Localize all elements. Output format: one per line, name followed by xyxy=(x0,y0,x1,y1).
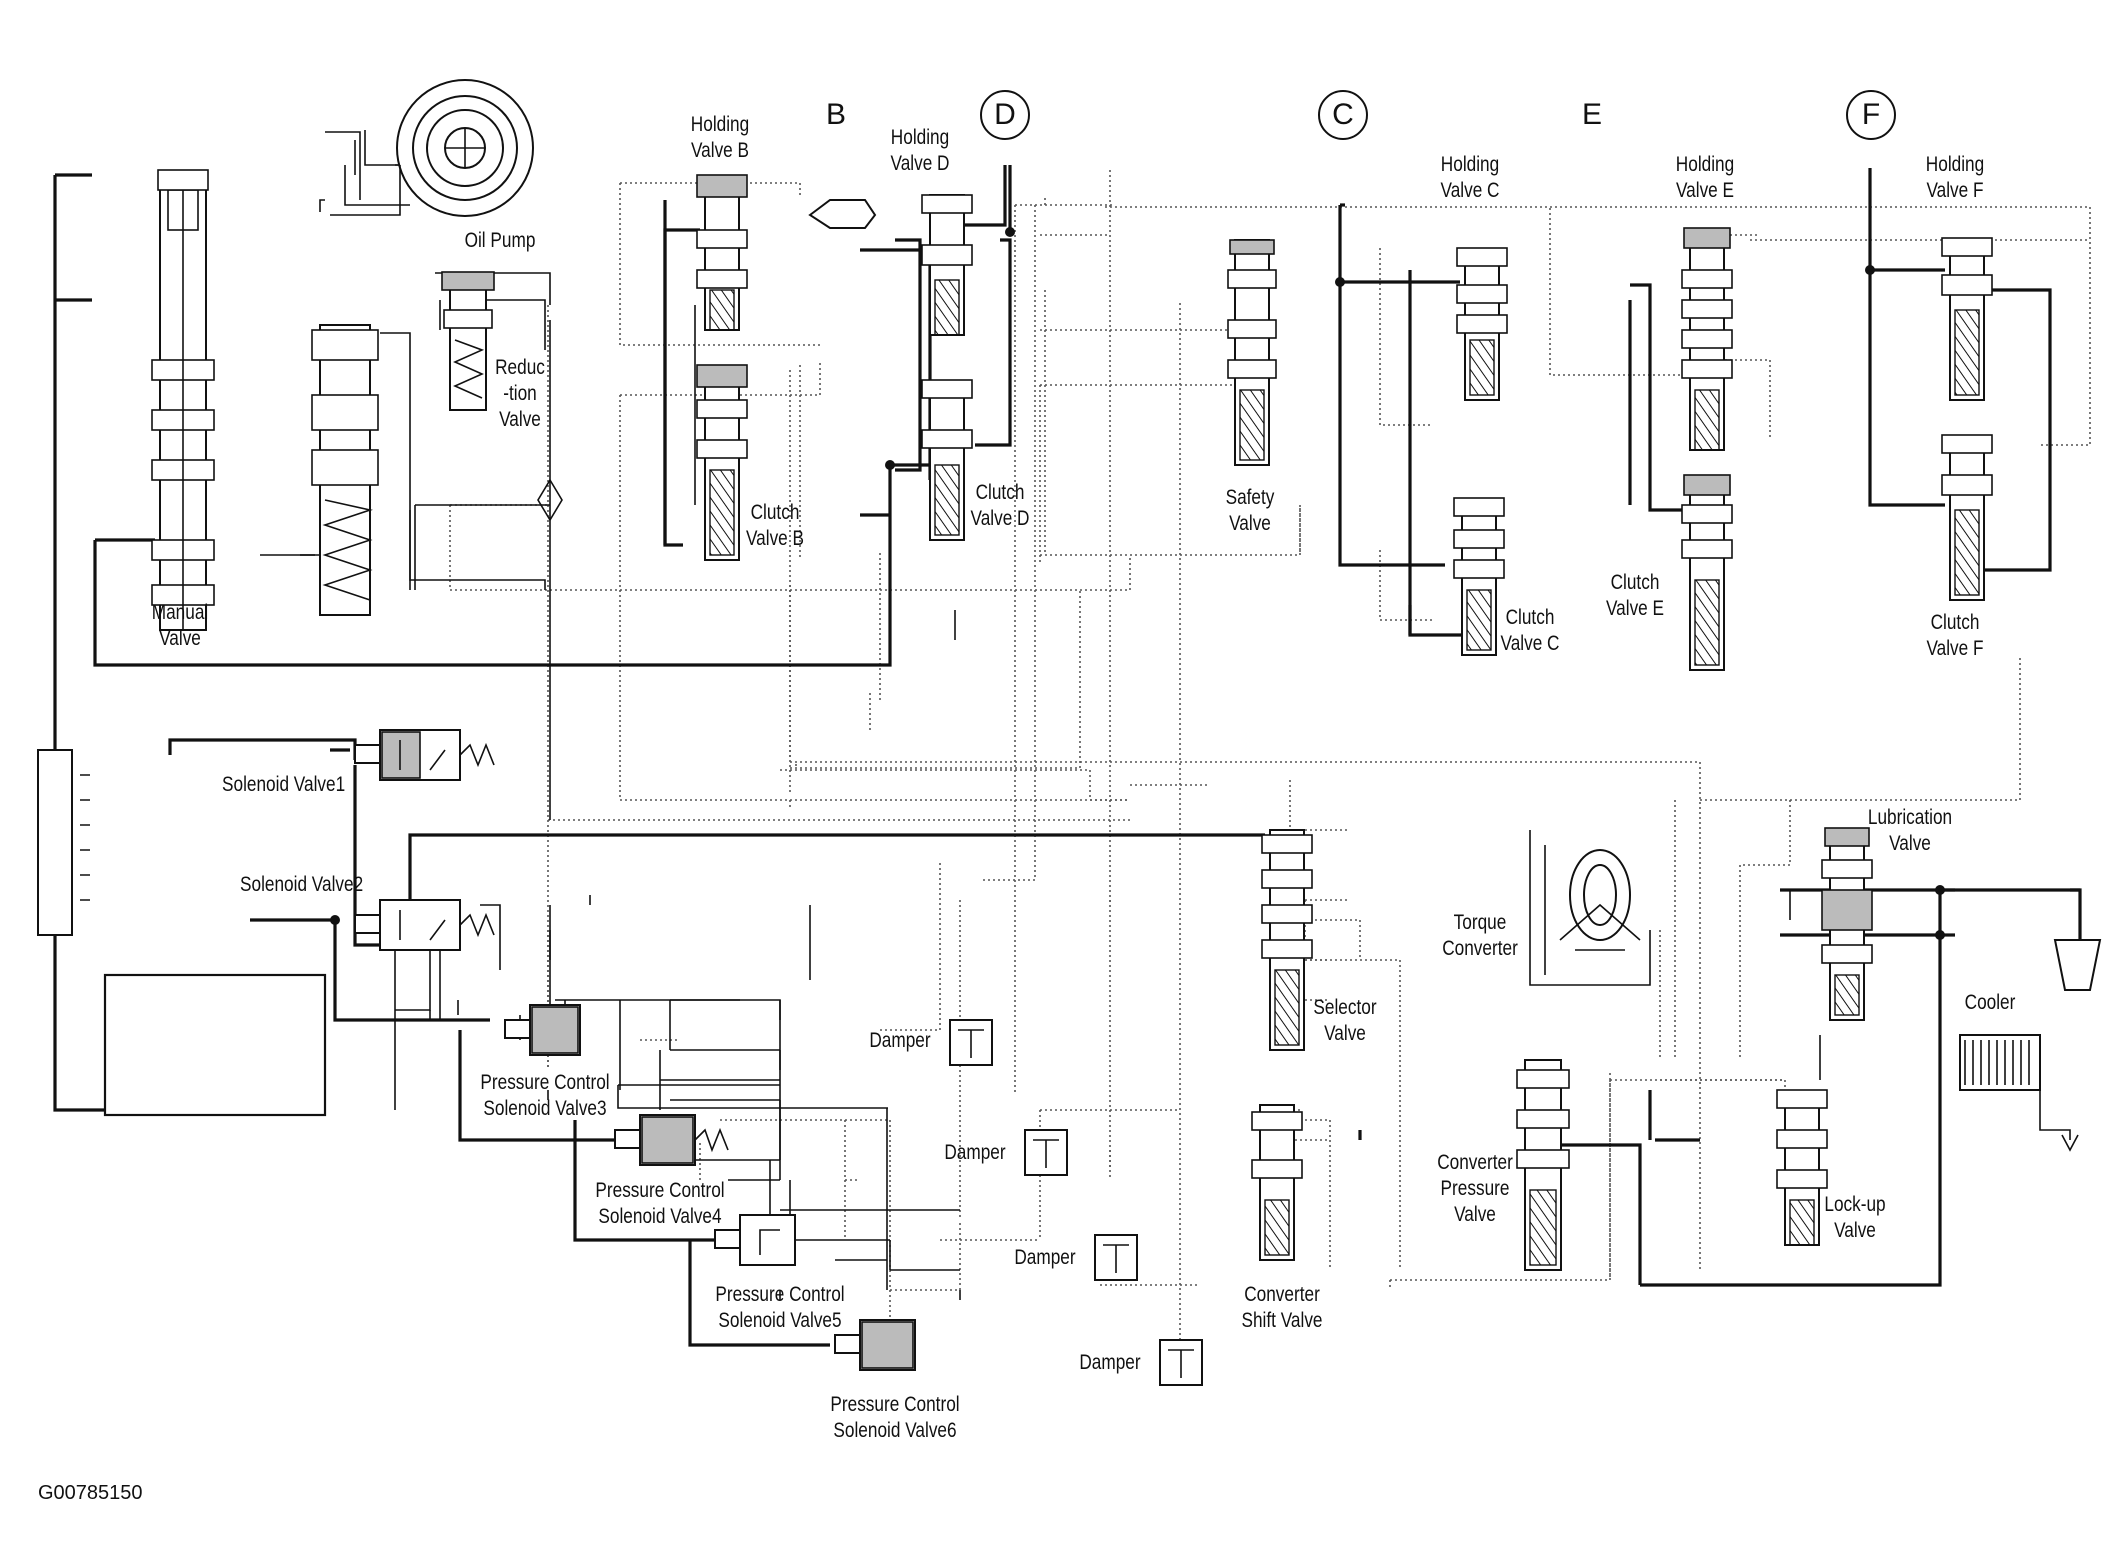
pcsv5-label: Pressure Control Solenoid Valve5 xyxy=(715,1283,845,1332)
clutch-valve-e-body xyxy=(1681,474,1733,671)
holding-valve-b-label: Holding Valve B xyxy=(690,113,750,162)
reduction-valve xyxy=(441,271,563,522)
oil-pump-label: Oil Pump xyxy=(464,229,536,252)
selector-valve-body xyxy=(1261,829,1313,1051)
damper4-label: Damper xyxy=(1079,1351,1141,1374)
control-unit-box xyxy=(103,973,327,1117)
holding-valve-f-label: Holding Valve F xyxy=(1925,153,1985,202)
clutch-letter-c: C xyxy=(1318,90,1368,140)
pcsv3-label: Pressure Control Solenoid Valve3 xyxy=(480,1071,610,1120)
converter-shift-valve-body xyxy=(1251,1104,1303,1261)
damper-1-body xyxy=(949,1019,993,1066)
pcsv4-label: Pressure Control Solenoid Valve4 xyxy=(595,1179,725,1228)
clutch-letter-d: D xyxy=(980,90,1030,140)
clutch-letter-b: B xyxy=(826,98,847,131)
torque-converter-body xyxy=(1529,830,1651,986)
lubrication-valve-body xyxy=(1821,827,1873,1021)
pcsv5-body xyxy=(714,1214,796,1266)
spring-valve xyxy=(260,324,379,616)
manual-valve-label: Manual Valve xyxy=(151,601,209,650)
holding-valve-d-label: Holding Valve D xyxy=(890,126,950,175)
cooler-label: Cooler xyxy=(1964,991,2016,1014)
holding-valve-b-body xyxy=(696,174,748,331)
converter-pressure-valve-label: Converter Pressure Valve xyxy=(1437,1151,1513,1226)
safety-valve-body xyxy=(1227,239,1277,466)
thin-lines xyxy=(300,131,1821,1300)
accumulator xyxy=(37,749,90,936)
lockup-valve-label: Lock-up Valve xyxy=(1824,1193,1886,1242)
figure-id: G00785150 xyxy=(38,1482,143,1504)
pcsv4-body xyxy=(614,1114,729,1166)
torque-converter-label: Torque Converter xyxy=(1442,911,1518,960)
damper2-label: Damper xyxy=(944,1141,1006,1164)
holding-valve-e-body xyxy=(1681,227,1733,451)
holding-valve-d-body xyxy=(808,194,973,336)
damper3-label: Damper xyxy=(1014,1246,1076,1269)
safety-valve-label: Safety Valve xyxy=(1225,486,1275,535)
clutch-valve-b-label: Clutch Valve B xyxy=(745,501,805,550)
clutch-valve-e-label: Clutch Valve E xyxy=(1605,571,1665,620)
clutch-valve-c-label: Clutch Valve C xyxy=(1500,606,1560,655)
manual-valve xyxy=(151,169,215,631)
pcsv6-body xyxy=(834,1319,916,1371)
solenoid-valve-1-body xyxy=(354,729,495,781)
cooler-body xyxy=(1959,939,2102,1152)
dotted-lines xyxy=(449,170,2091,1350)
reduction-valve-label: Reduc -tion Valve xyxy=(495,356,545,431)
selector-valve-label: Selector Valve xyxy=(1313,996,1377,1045)
converter-pressure-valve-body xyxy=(1516,1059,1570,1271)
pcsv3-body xyxy=(504,1004,581,1056)
clutch-valve-d-label: Clutch Valve D xyxy=(970,481,1030,530)
lubrication-valve-label: Lubrication Valve xyxy=(1867,806,1953,855)
holding-valve-c-label: Holding Valve C xyxy=(1440,153,1500,202)
damper-3-body xyxy=(1094,1234,1138,1281)
lockup-valve-body xyxy=(1776,1089,1828,1246)
holding-valve-e-label: Holding Valve E xyxy=(1675,153,1735,202)
holding-valve-c-body xyxy=(1456,247,1508,401)
junction-dots xyxy=(330,227,1945,940)
converter-shift-valve-label: Converter Shift Valve xyxy=(1241,1283,1323,1332)
oil-pump xyxy=(330,79,534,217)
clutch-letter-e: E xyxy=(1582,98,1603,131)
clutch-valve-d-body xyxy=(921,379,973,541)
clutch-valve-b-body xyxy=(696,364,748,561)
damper1-label: Damper xyxy=(869,1029,931,1052)
solenoid-valve2-label: Solenoid Valve2 xyxy=(240,873,364,896)
holding-valve-f-body xyxy=(1941,237,1993,401)
damper-4-body xyxy=(1159,1339,1203,1386)
clutch-valve-f-body xyxy=(1941,434,1993,601)
damper-2-body xyxy=(1024,1129,1068,1176)
clutch-valve-f-label: Clutch Valve F xyxy=(1926,611,1984,660)
clutch-valve-c-body xyxy=(1453,497,1505,656)
solenoid-valve-2-body xyxy=(354,899,495,951)
pcsv6-label: Pressure Control Solenoid Valve6 xyxy=(830,1393,960,1442)
solenoid-valve1-label: Solenoid Valve1 xyxy=(222,773,346,796)
clutch-letter-f: F xyxy=(1846,90,1896,140)
